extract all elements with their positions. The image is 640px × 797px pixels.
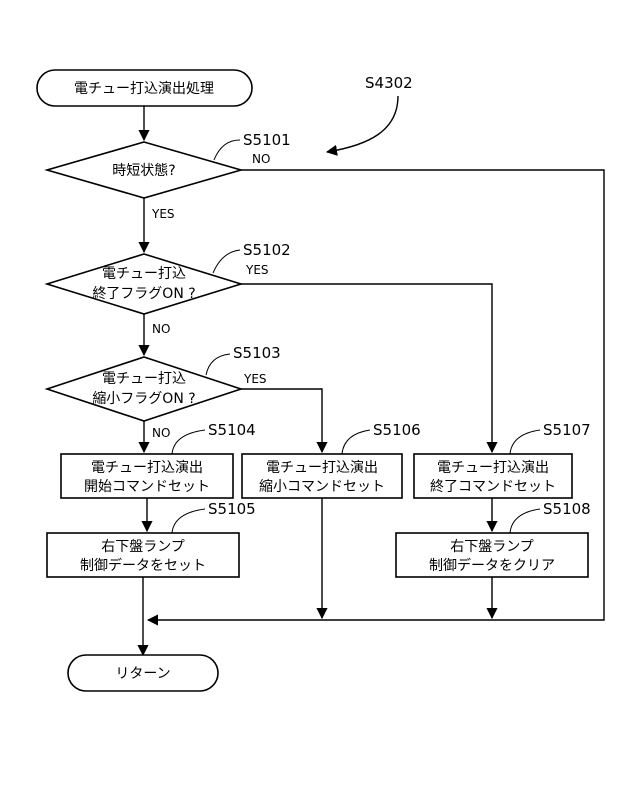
process-s5108-ref-line xyxy=(510,509,540,533)
process-s5105-ref-line xyxy=(172,509,205,533)
flow-d2-yes-path xyxy=(241,284,492,452)
process-s5108-line1: 右下盤ランプ xyxy=(450,539,534,555)
process-s5108-line2: 制御データをクリア xyxy=(429,557,555,574)
decision-s5102-line1: 電チュー打込 xyxy=(102,265,186,282)
process-s5105-line2: 制御データをセット xyxy=(80,557,206,574)
decision-s5102-step: S5102 xyxy=(243,241,291,259)
decision-s5102-yes: YES xyxy=(245,263,269,277)
decision-s5103-ref-line xyxy=(206,354,230,375)
figure-ref-label: S4302 xyxy=(365,74,413,92)
process-s5107-line2: 終了コマンドセット xyxy=(430,479,556,495)
decision-s5101-step: S5101 xyxy=(243,131,291,149)
decision-s5103-line1: 電チュー打込 xyxy=(102,370,186,387)
process-s5105-line1: 右下盤ランプ xyxy=(101,539,185,555)
process-s5104-step: S5104 xyxy=(208,421,256,439)
process-s5106-step: S5106 xyxy=(373,421,421,439)
decision-s5101-no: NO xyxy=(252,152,270,166)
process-s5104-ref-line xyxy=(172,430,205,454)
decision-s5103-yes: YES xyxy=(243,372,267,386)
process-s5104-line2: 開始コマンドセット xyxy=(84,479,210,495)
decision-s5103 xyxy=(47,357,241,421)
process-s5106-line2: 縮小コマンドセット xyxy=(259,479,385,495)
decision-s5101-yes: YES xyxy=(151,207,175,221)
process-s5107-line1: 電チュー打込演出 xyxy=(437,459,549,476)
process-s5106-ref-line xyxy=(342,430,370,454)
process-s5108-step: S5108 xyxy=(543,500,591,518)
decision-s5102-ref-line xyxy=(213,250,240,273)
decision-s5101-text: 時短状態? xyxy=(112,163,175,179)
start-terminal-label: 電チュー打込演出処理 xyxy=(74,80,214,97)
decision-s5102-no: NO xyxy=(152,322,170,336)
decision-s5101-ref-line xyxy=(214,140,240,160)
process-s5105-step: S5105 xyxy=(208,500,256,518)
figure-ref-arrow xyxy=(327,96,398,152)
end-terminal-label: リターン xyxy=(115,666,170,682)
process-s5107-step: S5107 xyxy=(543,421,591,439)
decision-s5102 xyxy=(47,254,241,314)
decision-s5103-step: S5103 xyxy=(233,344,281,362)
process-s5104-line1: 電チュー打込演出 xyxy=(91,459,203,476)
process-s5107-ref-line xyxy=(510,430,540,454)
decision-s5103-line2: 縮小フラグON ? xyxy=(92,391,195,407)
decision-s5102-line2: 終了フラグON ? xyxy=(92,286,195,302)
decision-s5103-no: NO xyxy=(152,426,170,440)
process-s5106-line1: 電チュー打込演出 xyxy=(266,459,378,476)
